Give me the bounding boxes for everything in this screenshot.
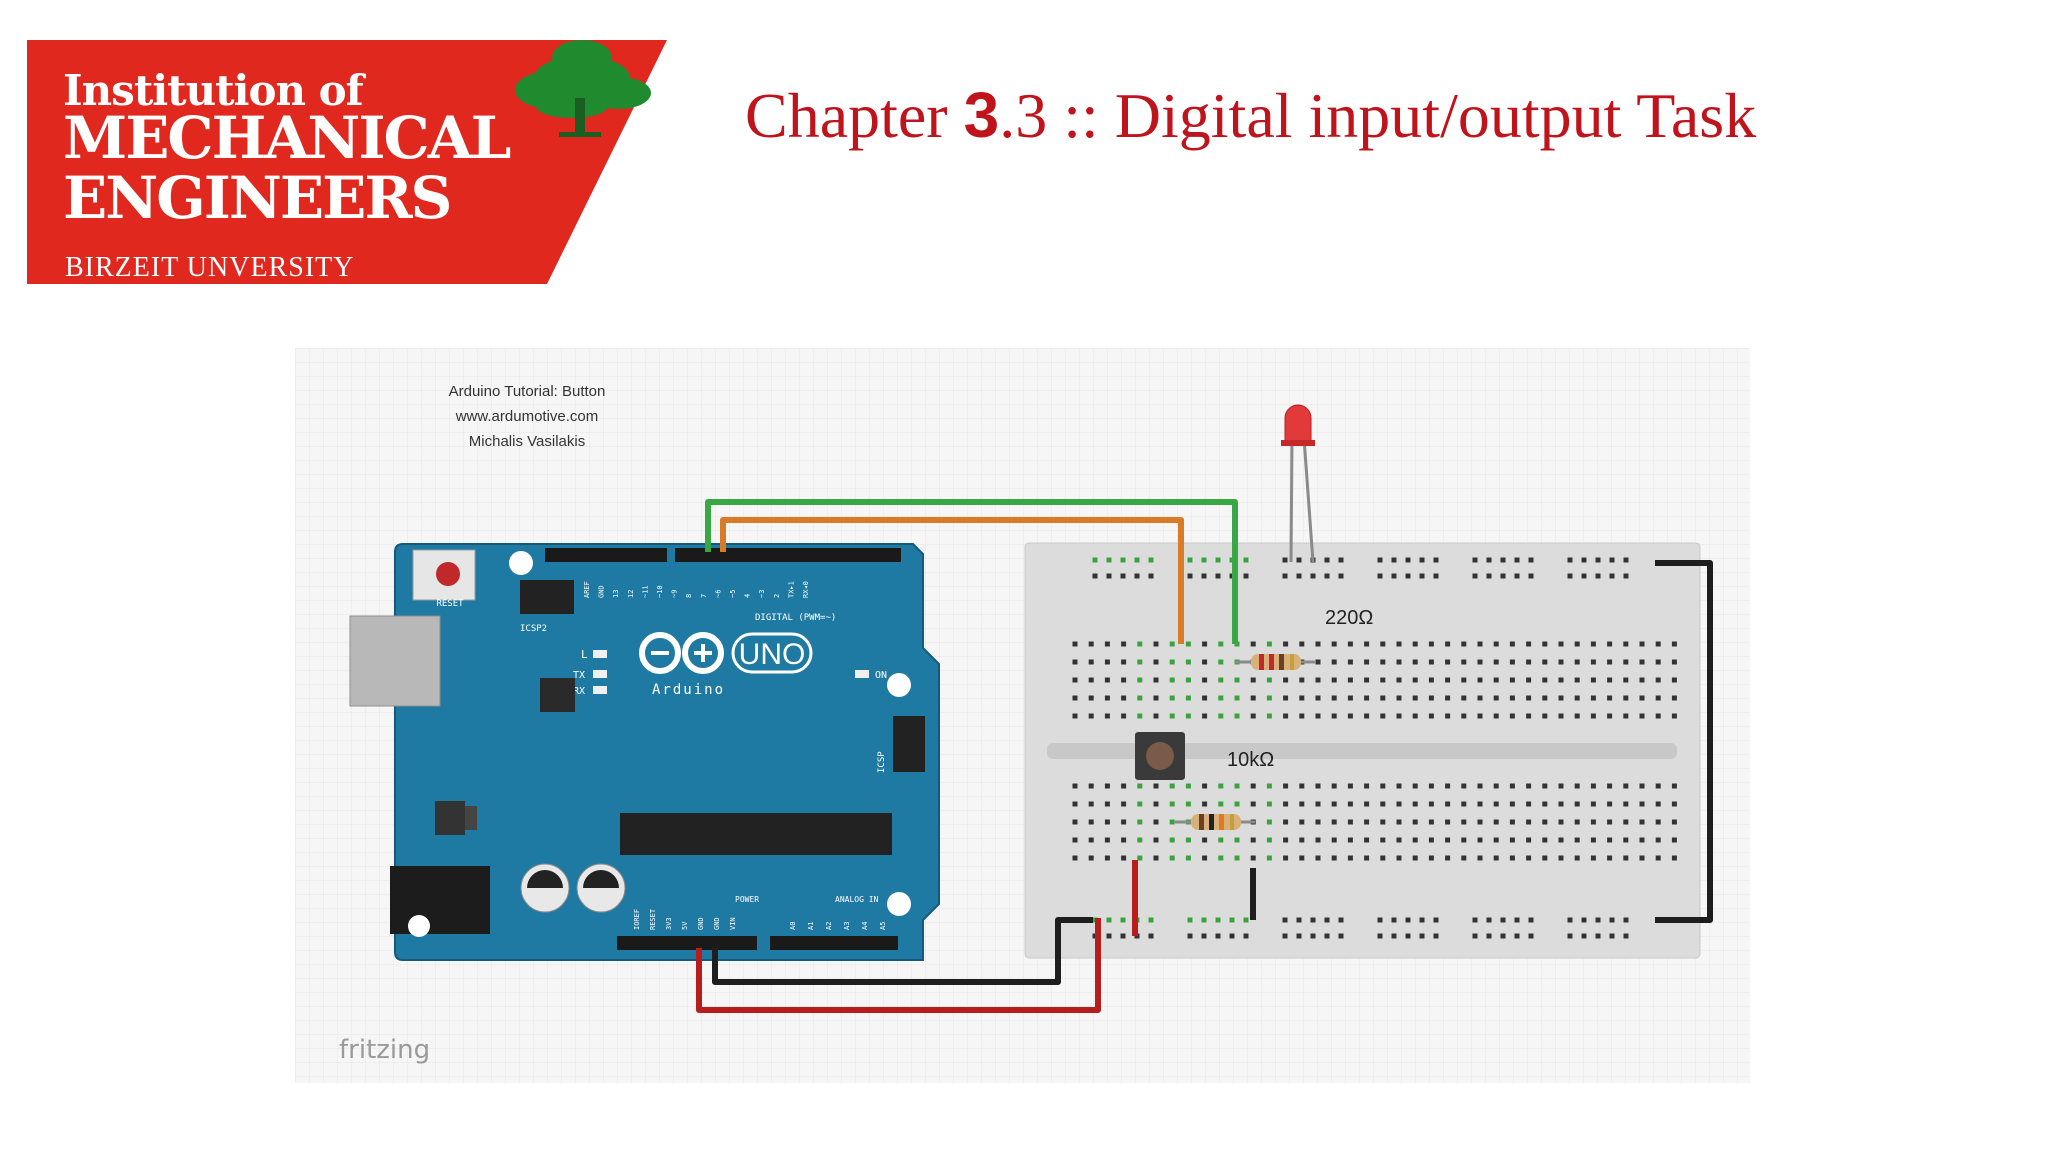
l-label: L <box>581 648 588 661</box>
credit-author: Michalis Vasilakis <box>469 433 585 450</box>
usb-port <box>349 615 441 707</box>
logo-line-institution: Institution of <box>63 66 364 115</box>
power-pin-label: IOREF <box>633 909 641 930</box>
digital-pin-label: ~11 <box>641 585 649 598</box>
power-label: POWER <box>735 895 759 904</box>
institution-logo: Institution of MECHANICAL ENGINEERS BIRZ… <box>27 28 677 288</box>
digital-pin-label: 13 <box>612 590 620 598</box>
digital-pin-label: 12 <box>627 590 635 598</box>
logo-line-mechanical: MECHANICAL <box>63 104 511 172</box>
resistor-220-label: 220Ω <box>1325 607 1373 629</box>
arduino-infinity-logo <box>639 632 724 674</box>
credit-website: www.ardumotive.com <box>455 408 599 425</box>
analog-pin-label: A5 <box>879 922 887 930</box>
power-pin-label: 3V3 <box>665 917 673 930</box>
tx-label: TX <box>573 670 585 681</box>
digital-pin-label: ~3 <box>758 590 766 598</box>
resistor-10k-label: 10kΩ <box>1227 749 1274 771</box>
wire-red-5v <box>696 918 1101 1013</box>
digital-pin-labels: AREF GND 13 12 ~11 ~10 ~9 8 7 ~6 ~5 4 ~3 2 TX▸1 RX◂0 <box>583 581 810 598</box>
arduino-brand-label: Arduino <box>652 682 725 698</box>
circuit-diagram: Arduino Tutorial: Button www.ardumotive.… <box>295 348 1750 1083</box>
icsp2-header <box>520 580 574 614</box>
credit-title: Arduino Tutorial: Button <box>449 383 606 400</box>
mount-hole-bottom-left <box>408 915 430 937</box>
analog-pin-label: A0 <box>789 922 797 930</box>
voltage-regulator <box>435 801 465 835</box>
digital-pin-label: 8 <box>685 594 693 598</box>
digital-pin-label: 7 <box>700 594 708 598</box>
breadboard-holes <box>1072 557 1677 939</box>
fritzing-watermark: fritzing <box>339 1035 430 1065</box>
wire-black-rail-bridge <box>1655 560 1713 923</box>
analog-label: ANALOG IN <box>835 895 879 904</box>
digital-pin-label: TX▸1 <box>787 581 795 598</box>
atmega-chip <box>620 813 892 855</box>
wires <box>696 499 1713 1013</box>
power-jack <box>390 866 490 934</box>
power-pin-labels: IOREF RESET 3V3 5V GND GND VIN <box>633 908 737 930</box>
digital-pin-label: GND <box>598 585 606 598</box>
tx-led <box>593 670 607 678</box>
uno-label: UNO <box>739 638 806 671</box>
digital-label: DIGITAL (PWM=~) <box>755 613 836 623</box>
analog-pin-labels: A0 A1 A2 A3 A4 A5 <box>789 922 887 930</box>
wire-black-gnd <box>712 917 1093 985</box>
resistor-10k-ohm <box>1175 814 1255 830</box>
digital-pin-label: ~5 <box>729 590 737 598</box>
mount-hole-top-left <box>509 551 533 575</box>
resistor-220-ohm <box>1235 654 1315 670</box>
analog-pin-label: A3 <box>843 922 851 930</box>
analog-pin-label: A2 <box>825 922 833 930</box>
mount-hole-right-bottom <box>887 892 911 916</box>
icsp-header <box>893 716 925 772</box>
mount-hole-right-top <box>887 673 911 697</box>
digital-header-right <box>675 548 901 562</box>
usb-chip <box>540 678 575 712</box>
reset-button[interactable] <box>436 562 460 586</box>
l-led <box>593 650 607 658</box>
analog-pin-label: A4 <box>861 922 869 930</box>
digital-pin-label: ~10 <box>656 585 664 598</box>
icsp2-label: ICSP2 <box>520 624 547 634</box>
logo-line-university: BIRZEIT UNVERSITY <box>65 252 355 283</box>
digital-pin-label: RX◂0 <box>802 581 810 598</box>
page-title: Chapter 3.3 :: Digital input/output Task <box>745 78 1756 153</box>
title-prefix: Chapter <box>745 80 964 151</box>
rx-led <box>593 686 607 694</box>
power-pin-label: GND <box>713 917 721 930</box>
digital-pin-label: AREF <box>583 581 591 598</box>
uno-badge <box>731 632 813 674</box>
logo-red-banner <box>27 40 667 284</box>
power-pin-label: RESET <box>649 908 657 930</box>
wire-green-pin9 <box>705 499 1238 644</box>
digital-header-left <box>545 548 667 562</box>
breadboard-center-channel <box>1047 743 1677 759</box>
title-chapter-number: 3 <box>963 79 1000 151</box>
digital-pin-label: ~9 <box>671 590 679 598</box>
reset-label: RESET <box>436 599 464 609</box>
power-pin-label: 5V <box>681 921 689 930</box>
wire-orange-pin8 <box>720 517 1184 644</box>
title-suffix: .3 :: Digital input/output Task <box>999 80 1757 151</box>
power-pin-label: GND <box>697 917 705 930</box>
logo-line-engineers: ENGINEERS <box>63 164 452 232</box>
power-pin-label: VIN <box>729 917 737 930</box>
push-button <box>1135 732 1185 780</box>
power-header <box>617 936 757 950</box>
analog-header <box>770 936 898 950</box>
red-led <box>1281 404 1315 563</box>
digital-pin-label: 4 <box>744 594 752 598</box>
logo-banner <box>27 40 667 284</box>
digital-pin-label: 2 <box>773 594 781 598</box>
on-label: ON <box>875 670 887 681</box>
digital-pin-label: ~6 <box>714 590 722 598</box>
on-led <box>855 670 869 678</box>
breadboard <box>1024 542 1701 959</box>
rx-label: RX <box>573 686 585 697</box>
tree-icon <box>515 40 651 137</box>
analog-pin-label: A1 <box>807 922 815 930</box>
icsp-label: ICSP <box>877 751 887 773</box>
